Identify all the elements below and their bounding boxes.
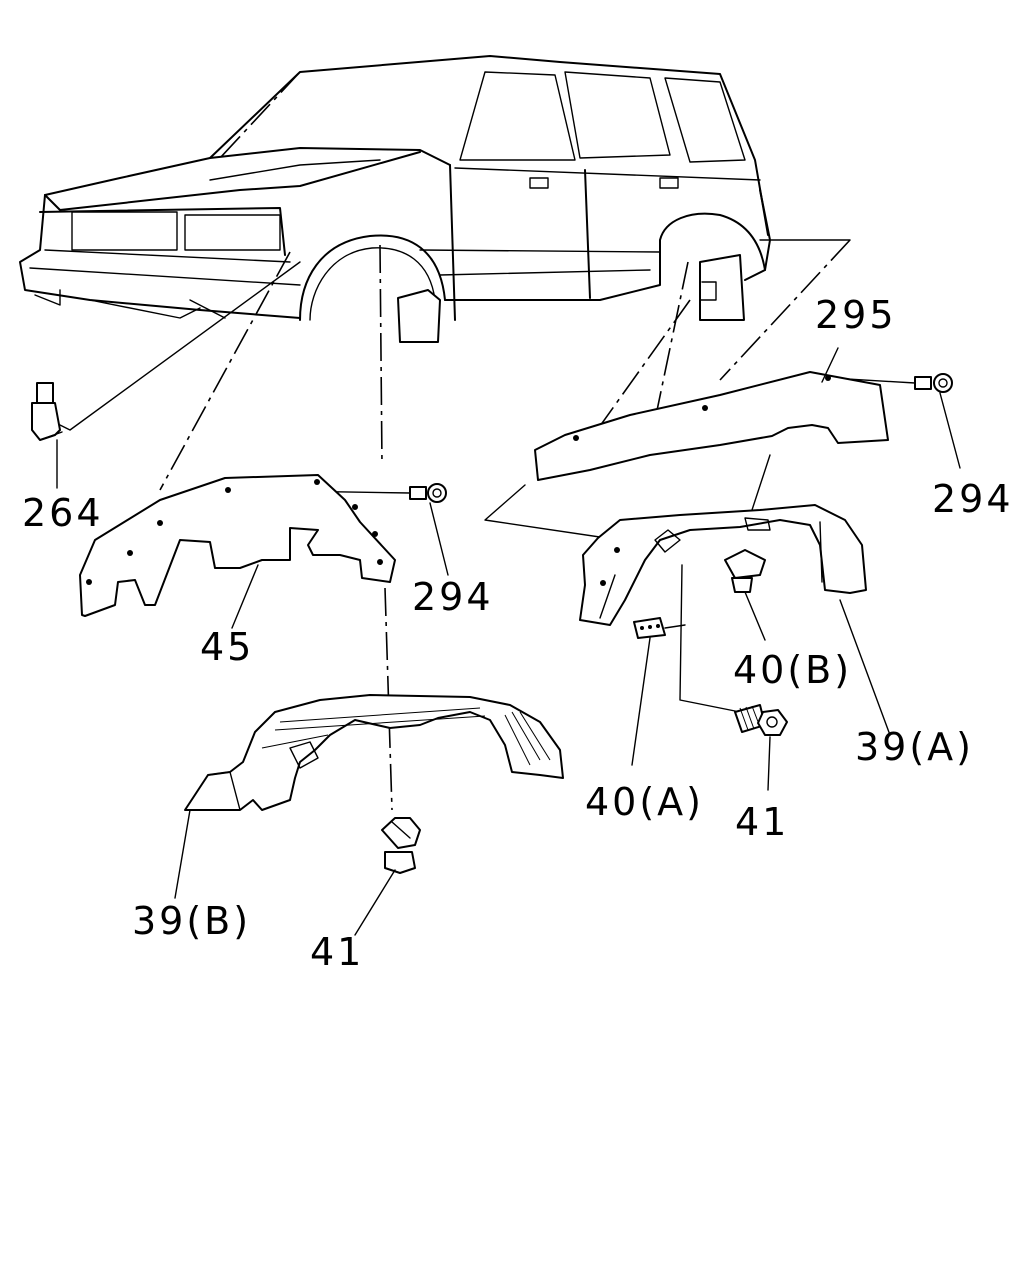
label-39a: 39(A) — [855, 725, 974, 769]
label-45: 45 — [200, 625, 254, 669]
part-264-clip — [31, 382, 63, 489]
label-294-right: 294 — [932, 477, 1014, 521]
part-39a-rear-liner — [579, 504, 891, 736]
part-labels: 264 294 45 39(B) 41 295 294 40(B) 39(A) … — [22, 293, 1014, 974]
part-41-bolt-left — [354, 817, 421, 936]
part-45-splash-shield — [79, 474, 396, 629]
part-40b-clip — [724, 549, 766, 641]
part-295-splash-shield — [534, 347, 889, 481]
part-39b-front-liner — [174, 694, 564, 899]
part-294-screw-left — [409, 483, 449, 576]
label-41-right: 41 — [735, 800, 789, 844]
label-264: 264 — [22, 491, 104, 535]
label-40a: 40(A) — [585, 780, 704, 824]
leader-lines — [59, 71, 916, 811]
part-294-screw-right — [914, 373, 961, 469]
part-41-bolt-right — [734, 704, 788, 791]
label-41-left: 41 — [310, 930, 364, 974]
vehicle-outline — [19, 55, 771, 343]
label-39b: 39(B) — [132, 899, 251, 943]
label-40b: 40(B) — [733, 648, 852, 692]
label-295: 295 — [815, 293, 897, 337]
label-294-left: 294 — [412, 575, 494, 619]
part-40a-clip-plate — [631, 617, 686, 766]
